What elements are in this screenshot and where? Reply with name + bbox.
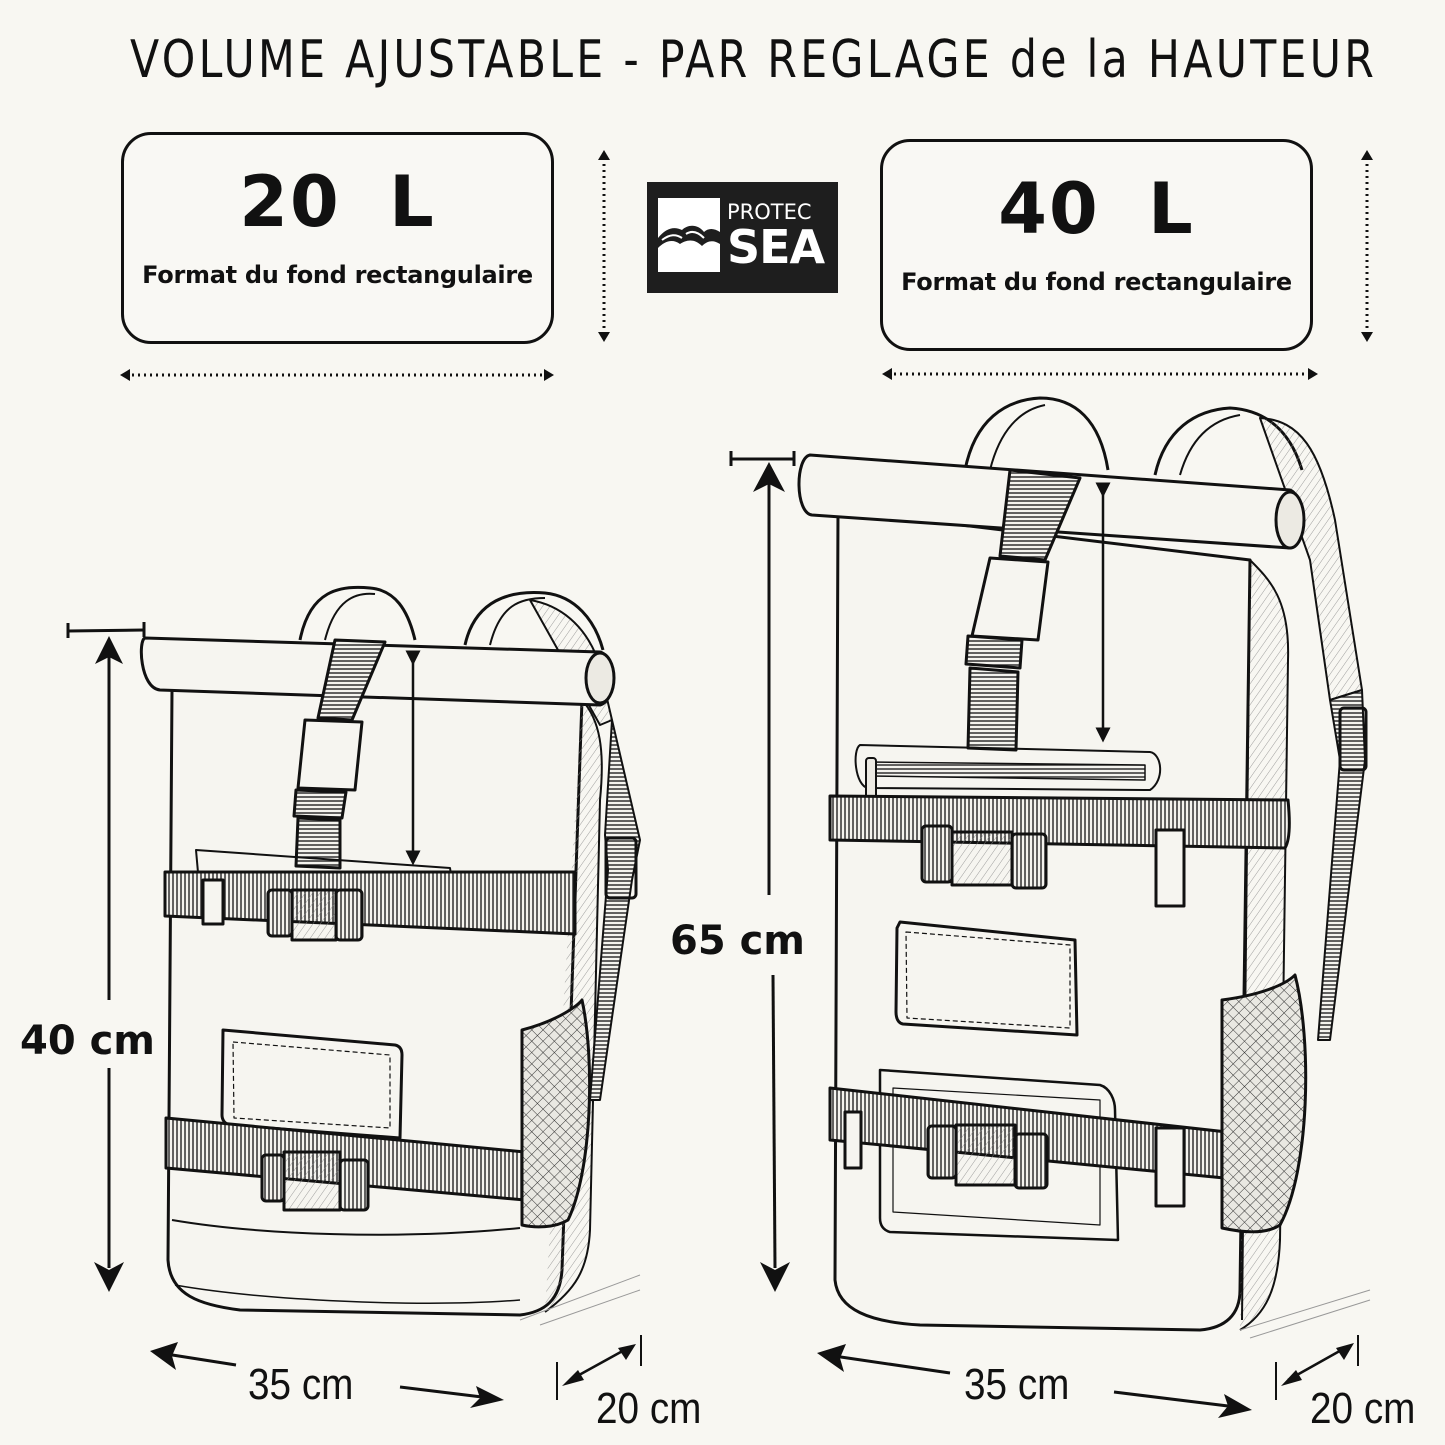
page-title: VOLUME AJUSTABLE - PAR REGLAGE de la HAU…	[130, 30, 1378, 90]
logo-text-protec: PROTEC	[727, 200, 812, 224]
height-label-40l: 65 cm	[670, 918, 805, 964]
bottom-format-label: Format du fond rectangulaire	[142, 261, 533, 289]
volume-card-20l: 20 L Format du fond rectangulaire	[121, 132, 554, 344]
wave-icon	[658, 198, 720, 272]
volume-value: 20 L	[239, 161, 436, 243]
height-label-20l: 40 cm	[20, 1018, 155, 1064]
backpack-20l	[139, 585, 641, 1326]
height-arrow-40l	[729, 451, 796, 1292]
depth-label-40l: 20 cm	[1310, 1384, 1416, 1433]
volume-value: 40 L	[998, 168, 1195, 250]
width-label-20l: 35 cm	[248, 1360, 354, 1409]
bottom-format-label: Format du fond rectangulaire	[901, 268, 1292, 296]
height-arrow-20l	[66, 622, 146, 1292]
volume-card-40l: 40 L Format du fond rectangulaire	[880, 139, 1313, 351]
depth-arrow-20l	[556, 1335, 642, 1400]
depth-label-20l: 20 cm	[596, 1384, 702, 1433]
brand-logo: PROTEC SEA	[647, 182, 838, 293]
depth-arrow-40l	[1275, 1335, 1359, 1400]
width-label-40l: 35 cm	[964, 1360, 1070, 1409]
card-dimension-arrows	[126, 158, 1369, 377]
backpack-40l	[797, 396, 1371, 1339]
logo-text-sea: SEA	[727, 220, 825, 274]
width-arrow-20l	[150, 1342, 504, 1408]
width-arrow-40l	[817, 1344, 1252, 1418]
